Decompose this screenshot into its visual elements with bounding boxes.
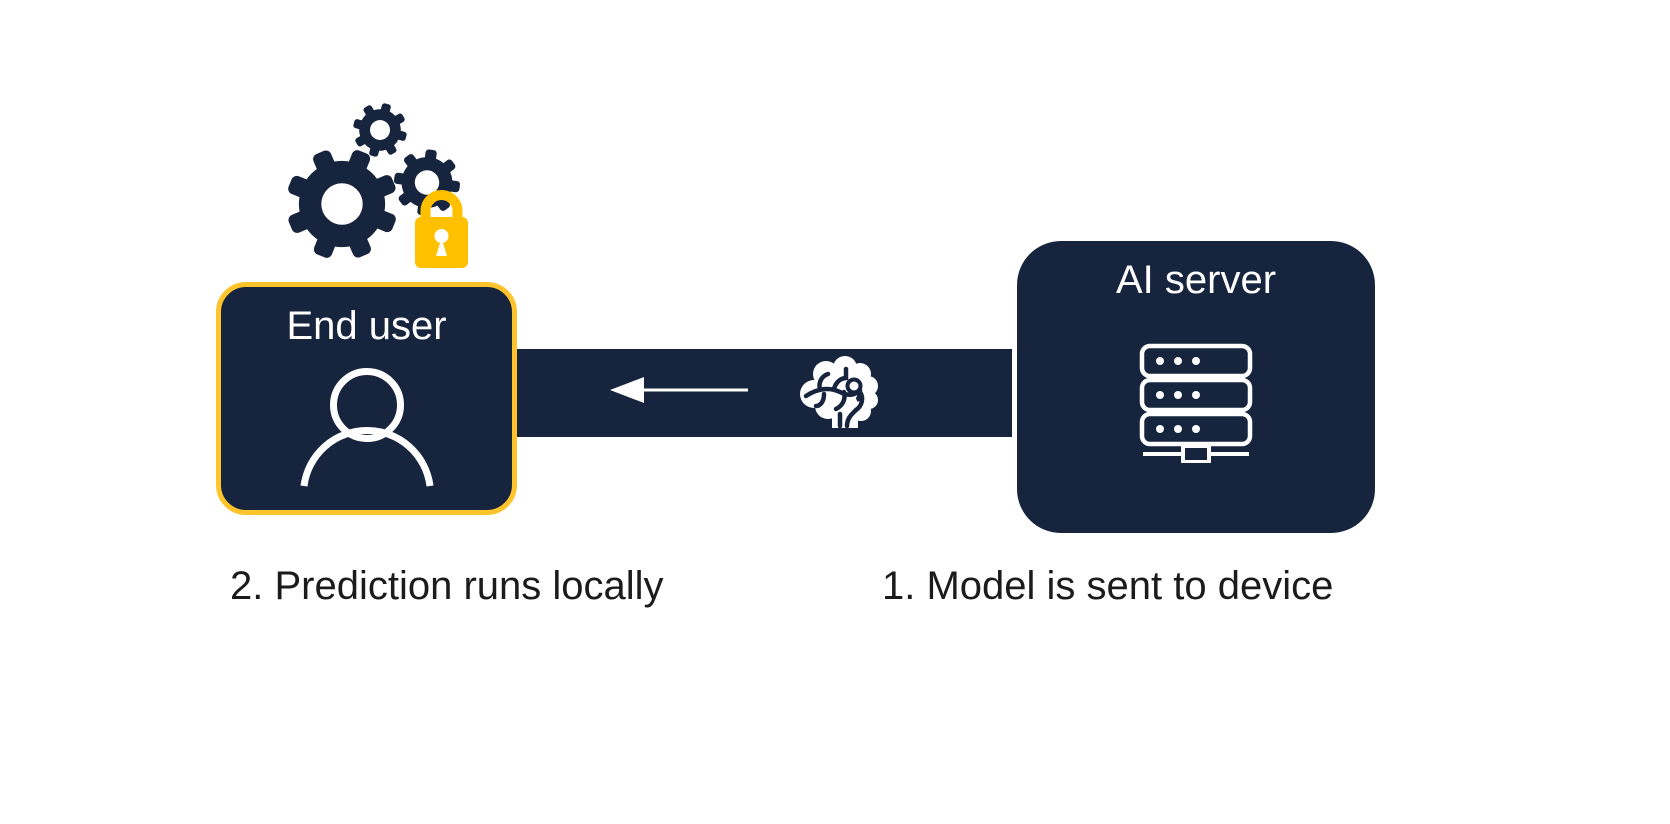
gears-icon	[280, 98, 465, 273]
ai-server-title: AI server	[1115, 258, 1277, 302]
server-rack-icon	[1139, 343, 1253, 463]
end-user-title: End user	[286, 304, 447, 348]
caption-step1: 1. Model is sent to device	[882, 564, 1334, 608]
end-user-node: End user	[216, 282, 517, 515]
brain-icon	[800, 356, 878, 428]
gears-lock-group	[280, 98, 468, 273]
connector-band	[512, 349, 1012, 437]
ai-server-node: AI server	[1017, 241, 1375, 533]
caption-step2: 2. Prediction runs locally	[230, 564, 664, 608]
left-arrow-icon	[610, 377, 748, 403]
person-icon	[300, 368, 433, 487]
padlock-icon	[415, 190, 468, 268]
